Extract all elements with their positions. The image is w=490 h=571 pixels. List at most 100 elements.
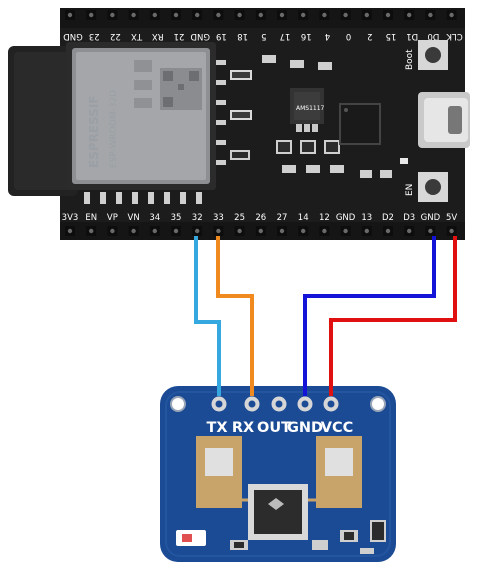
header-pin-hole xyxy=(152,12,157,18)
header-pin-hole xyxy=(173,228,179,234)
top-pin-label: RX xyxy=(152,31,164,41)
module-pad xyxy=(180,192,186,204)
header-pin-hole xyxy=(258,228,263,234)
top-pin-label: TX xyxy=(131,31,143,41)
bottom-pin-label: VP xyxy=(107,213,118,223)
en-button[interactable] xyxy=(418,172,448,202)
header-pin-hole xyxy=(67,12,73,18)
module-pad xyxy=(84,192,90,204)
header-pin-hole xyxy=(279,12,285,18)
power-led xyxy=(400,158,408,164)
sensor-pin-hole xyxy=(248,400,256,408)
bottom-pin-label: 13 xyxy=(361,213,372,223)
header-pin-hole xyxy=(322,12,327,18)
bottom-pin-label: 14 xyxy=(298,213,309,223)
bottom-pin-label: VN xyxy=(128,213,140,223)
smd-components xyxy=(230,55,392,178)
header-pin-hole xyxy=(67,228,73,234)
bottom-pin-label: 25 xyxy=(234,213,245,223)
module-pad xyxy=(148,192,154,204)
sensor-pin-hole xyxy=(327,400,335,408)
bottom-pin-label: 35 xyxy=(171,213,182,223)
sensor-pin-row xyxy=(211,396,339,412)
module-pad xyxy=(216,140,226,145)
header-pin-hole xyxy=(449,12,454,18)
bottom-pin-label: 5V xyxy=(446,213,457,223)
sensor-pin-label: OUT xyxy=(257,420,291,436)
header-pin-hole xyxy=(89,12,94,18)
sensor-pcb xyxy=(160,386,396,562)
top-pin-label: 21 xyxy=(174,31,185,41)
micro-usb-port[interactable] xyxy=(418,92,470,148)
top-pin-label: 19 xyxy=(216,31,227,41)
en-button-cap[interactable] xyxy=(425,179,441,195)
top-pin-label: D1 xyxy=(406,31,418,41)
wire-2 xyxy=(303,236,436,396)
voltage-regulator: AMS1117 xyxy=(290,88,325,132)
top-pin-label: 17 xyxy=(280,31,291,41)
antenna-patches xyxy=(196,436,362,508)
header-pin-hole xyxy=(195,228,200,234)
header-pin-hole xyxy=(385,228,391,234)
sensor-pin-label: VCC xyxy=(321,420,354,436)
top-pin-label: 0 xyxy=(346,31,351,41)
bottom-pin-label: 26 xyxy=(255,213,266,223)
top-pin-label: D0 xyxy=(427,31,439,41)
bottom-pin-label: D3 xyxy=(403,213,415,223)
wire-3 xyxy=(329,236,457,396)
header-pin-hole xyxy=(216,228,221,234)
sensor-pin-label: TX xyxy=(206,420,227,436)
header-pin-hole xyxy=(322,228,327,234)
module-pad xyxy=(216,60,226,65)
module-pad xyxy=(216,120,226,125)
header-pin-hole xyxy=(110,228,115,234)
module-model: ESP-WROOM-32D xyxy=(109,90,119,168)
sensor-pin-hole xyxy=(275,400,283,408)
sensor-pin-label: RX xyxy=(232,420,254,436)
header-pin-hole xyxy=(195,12,200,18)
boot-label: Boot xyxy=(405,49,415,70)
bottom-pin-label: 12 xyxy=(319,213,330,223)
header-pin-hole xyxy=(407,228,412,234)
bottom-pin-label: 33 xyxy=(213,213,224,223)
header-pin-hole xyxy=(237,12,242,18)
top-pin-label: GND xyxy=(63,31,83,41)
top-pin-label: 15 xyxy=(386,31,397,41)
module-pad xyxy=(216,160,226,165)
header-pin-hole xyxy=(301,228,306,234)
top-pin-label: 5 xyxy=(261,31,266,41)
top-pin-label: 23 xyxy=(89,31,100,41)
module-pad xyxy=(132,192,138,204)
bottom-pin-label: GND xyxy=(336,213,356,223)
sensor-pin-label: GND xyxy=(287,420,323,436)
sensor-pin-hole xyxy=(215,400,223,408)
connection-wires xyxy=(194,236,457,396)
bottom-pin-row xyxy=(65,226,457,236)
header-pin-hole xyxy=(428,12,433,18)
header-pin-hole xyxy=(110,12,115,18)
boot-button[interactable] xyxy=(418,40,448,70)
header-pin-hole xyxy=(364,12,369,18)
bottom-pin-label: D2 xyxy=(382,213,394,223)
usb-serial-chip xyxy=(339,103,381,145)
esp-wroom-module: ESPRESSIF ESP-WROOM-32D xyxy=(66,42,216,190)
module-pad xyxy=(216,80,226,85)
mounting-hole xyxy=(170,396,186,412)
sensor-pin-hole xyxy=(301,400,309,408)
top-pin-label: GND xyxy=(190,31,210,41)
wire-0 xyxy=(194,236,221,396)
boot-button-cap[interactable] xyxy=(425,47,441,63)
header-pin-hole xyxy=(301,12,306,18)
module-pad xyxy=(116,192,122,204)
top-pin-label: CLK xyxy=(446,31,463,41)
en-label: EN xyxy=(405,184,415,196)
bottom-pin-label: EN xyxy=(85,213,97,223)
mounting-hole xyxy=(370,396,386,412)
bottom-pin-label: 3V3 xyxy=(62,213,79,223)
